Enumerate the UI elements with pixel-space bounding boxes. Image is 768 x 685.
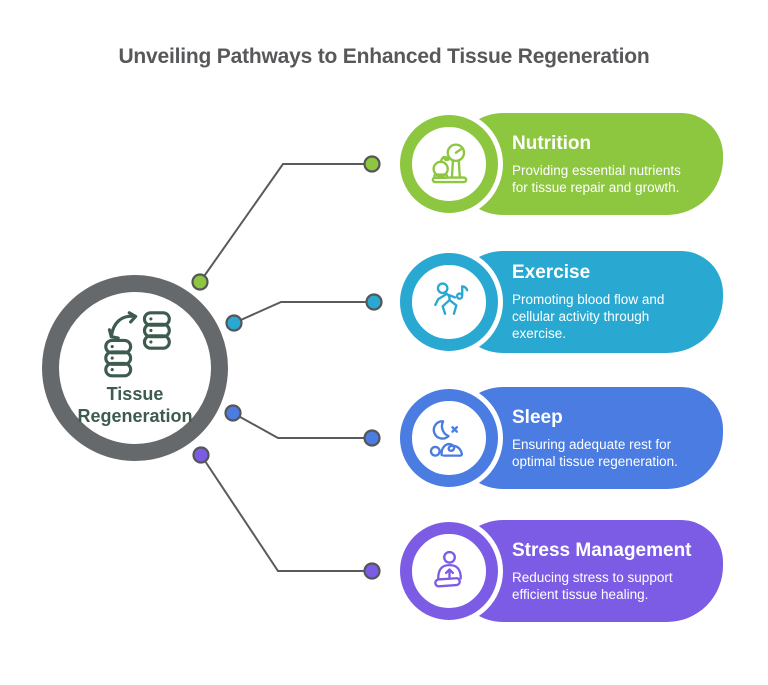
item-stress-management: Stress Management Reducing stress to sup… <box>400 520 723 622</box>
meditating-person-icon <box>433 550 462 587</box>
item-sleep: Sleep Ensuring adequate rest for optimal… <box>400 387 723 489</box>
stress-management-text: Stress Management Reducing stress to sup… <box>512 540 723 603</box>
stress-management-description: Reducing stress to support efficient tis… <box>512 569 673 602</box>
database-sync-icon <box>104 311 171 378</box>
nutrition-description: Providing essential nutrients for tissue… <box>512 162 681 195</box>
meditating-person-icon-shapes <box>433 550 462 587</box>
database-sync-icon-shapes <box>104 311 171 378</box>
hub-tissue-regeneration: Tissue Regeneration <box>42 275 228 461</box>
connector-sleep <box>232 412 372 439</box>
sleep-title: Sleep <box>512 406 563 428</box>
nutrition-title: Nutrition <box>512 132 592 154</box>
sleep-badge <box>400 389 498 487</box>
pill-dot-stress <box>363 562 381 580</box>
item-exercise: Exercise Promoting blood flow and cellul… <box>400 251 723 353</box>
running-person-icon <box>433 281 468 315</box>
hub-dot-nutrition <box>191 273 209 291</box>
apple-scale-icon-shapes <box>431 142 467 183</box>
hub-label-line1: Tissue <box>106 384 164 405</box>
nutrition-badge <box>400 115 498 213</box>
stress-management-title: Stress Management <box>512 539 692 561</box>
apple-scale-icon <box>431 142 467 183</box>
sleep-text: Sleep Ensuring adequate rest for optimal… <box>512 407 723 470</box>
sleeping-person-icon <box>429 419 463 457</box>
pill-dot-nutrition <box>363 155 381 173</box>
exercise-text: Exercise Promoting blood flow and cellul… <box>512 262 723 342</box>
item-nutrition: Nutrition Providing essential nutrients … <box>400 113 723 215</box>
hub-label: Tissue Regeneration <box>77 384 192 428</box>
sleep-description: Ensuring adequate rest for optimal tissu… <box>512 436 678 469</box>
hub-dot-stress <box>192 446 210 464</box>
database-dots <box>110 317 153 372</box>
exercise-badge <box>400 253 498 351</box>
nutrition-text: Nutrition Providing essential nutrients … <box>512 133 723 196</box>
hub-dot-sleep <box>224 404 242 422</box>
connector-exercise <box>233 301 374 324</box>
pill-dot-sleep <box>363 429 381 447</box>
connector-stress <box>200 454 372 572</box>
running-person-icon-shapes <box>433 281 468 315</box>
stress-management-badge <box>400 522 498 620</box>
sleeping-person-icon-shapes <box>429 419 463 457</box>
pill-dot-exercise <box>365 293 383 311</box>
exercise-title: Exercise <box>512 262 591 283</box>
exercise-description: Promoting blood flow and cellular activi… <box>512 292 665 341</box>
hub-label-line2: Regeneration <box>77 406 193 426</box>
connector-nutrition <box>199 163 372 283</box>
page-title: Unveiling Pathways to Enhanced Tissue Re… <box>118 45 650 68</box>
hub-dot-exercise <box>225 314 243 332</box>
